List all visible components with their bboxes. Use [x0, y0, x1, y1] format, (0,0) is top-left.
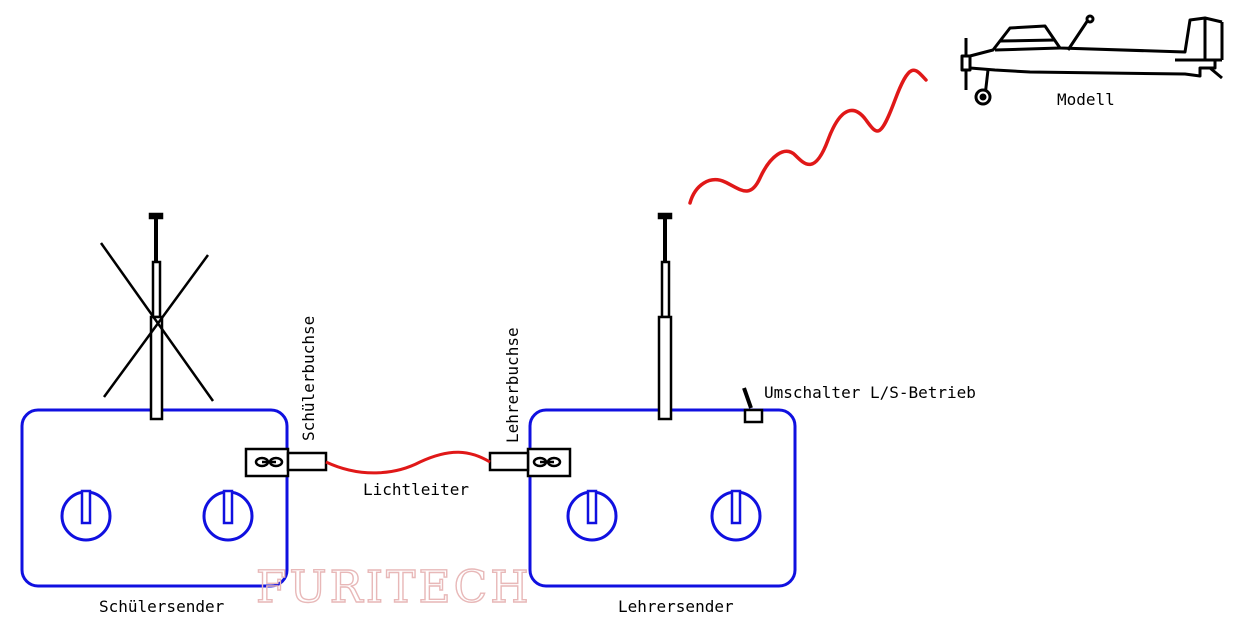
- teacher-stick-left: [566, 489, 618, 542]
- radio-signal-wave: [688, 68, 928, 205]
- student-transmitter: [20, 212, 328, 588]
- student-stick-right: [202, 489, 254, 542]
- model-label: Modell: [1057, 90, 1115, 109]
- student-transmitter-label: Schülersender: [99, 597, 225, 616]
- student-socket: [244, 447, 328, 478]
- teacher-socket-label: Lehrerbuchse: [503, 327, 522, 443]
- watermark-text: FURITECH: [256, 562, 532, 613]
- mode-switch-icon: [742, 387, 764, 424]
- fiber-cable-line: [325, 450, 491, 475]
- antenna-crossed-out-mark: [99, 242, 215, 402]
- teacher-socket: [488, 447, 572, 478]
- teacher-transmitter-body: [528, 408, 797, 588]
- fiber-cable-label: Lichtleiter: [363, 480, 469, 499]
- switch-label: Umschalter L/S-Betrieb: [764, 383, 976, 402]
- student-stick-left: [60, 489, 112, 542]
- student-socket-label: Schülerbuchse: [299, 316, 318, 441]
- student-antenna: [148, 212, 164, 421]
- teacher-antenna: [657, 212, 673, 421]
- teacher-transmitter-label: Lehrersender: [618, 597, 734, 616]
- airplane-model-icon: [960, 14, 1224, 106]
- teacher-transmitter: [488, 212, 797, 588]
- student-transmitter-body: [20, 408, 289, 588]
- teacher-stick-right: [710, 489, 762, 542]
